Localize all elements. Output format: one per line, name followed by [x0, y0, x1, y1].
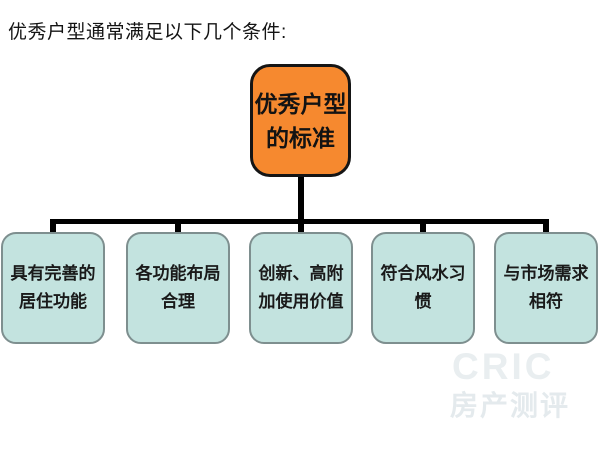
- root-node-line2: 的标准: [266, 124, 335, 151]
- watermark-brand: CRIC: [452, 346, 555, 387]
- child-node-2: 各功能布局 合理: [126, 232, 230, 344]
- child-node-5-line2: 相符: [529, 292, 563, 311]
- child-node-1: 具有完善的 居住功能: [1, 232, 105, 344]
- child-node-1-line2: 居住功能: [19, 292, 87, 311]
- connector-horizontal: [50, 219, 549, 224]
- child-node-5-line1: 与市场需求: [503, 264, 589, 283]
- root-node-line1: 优秀户型: [254, 90, 347, 117]
- child-node-3-line2: 加使用价值: [258, 292, 344, 311]
- connector-root-vertical: [298, 175, 304, 234]
- child-node-4-line1: 符合风水习: [380, 264, 466, 283]
- child-node-5: 与市场需求 相符: [494, 232, 598, 344]
- connector-stub-5: [543, 222, 549, 234]
- connector-stub-1: [50, 222, 56, 234]
- child-node-3: 创新、高附 加使用价值: [249, 232, 353, 344]
- child-node-2-line2: 合理: [161, 292, 195, 311]
- child-node-3-line1: 创新、高附: [258, 264, 344, 283]
- connector-stub-2: [175, 222, 181, 234]
- child-node-2-line1: 各功能布局: [135, 264, 221, 283]
- root-node: 优秀户型 的标准: [250, 64, 351, 177]
- slide-title: 优秀户型通常满足以下几个条件:: [8, 22, 287, 43]
- watermark-subtext: 房产测评: [450, 390, 571, 421]
- child-node-4: 符合风水习 惯: [371, 232, 475, 344]
- child-node-1-line1: 具有完善的: [10, 264, 96, 283]
- connector-stub-4: [420, 222, 426, 234]
- child-node-4-line2: 惯: [414, 292, 432, 311]
